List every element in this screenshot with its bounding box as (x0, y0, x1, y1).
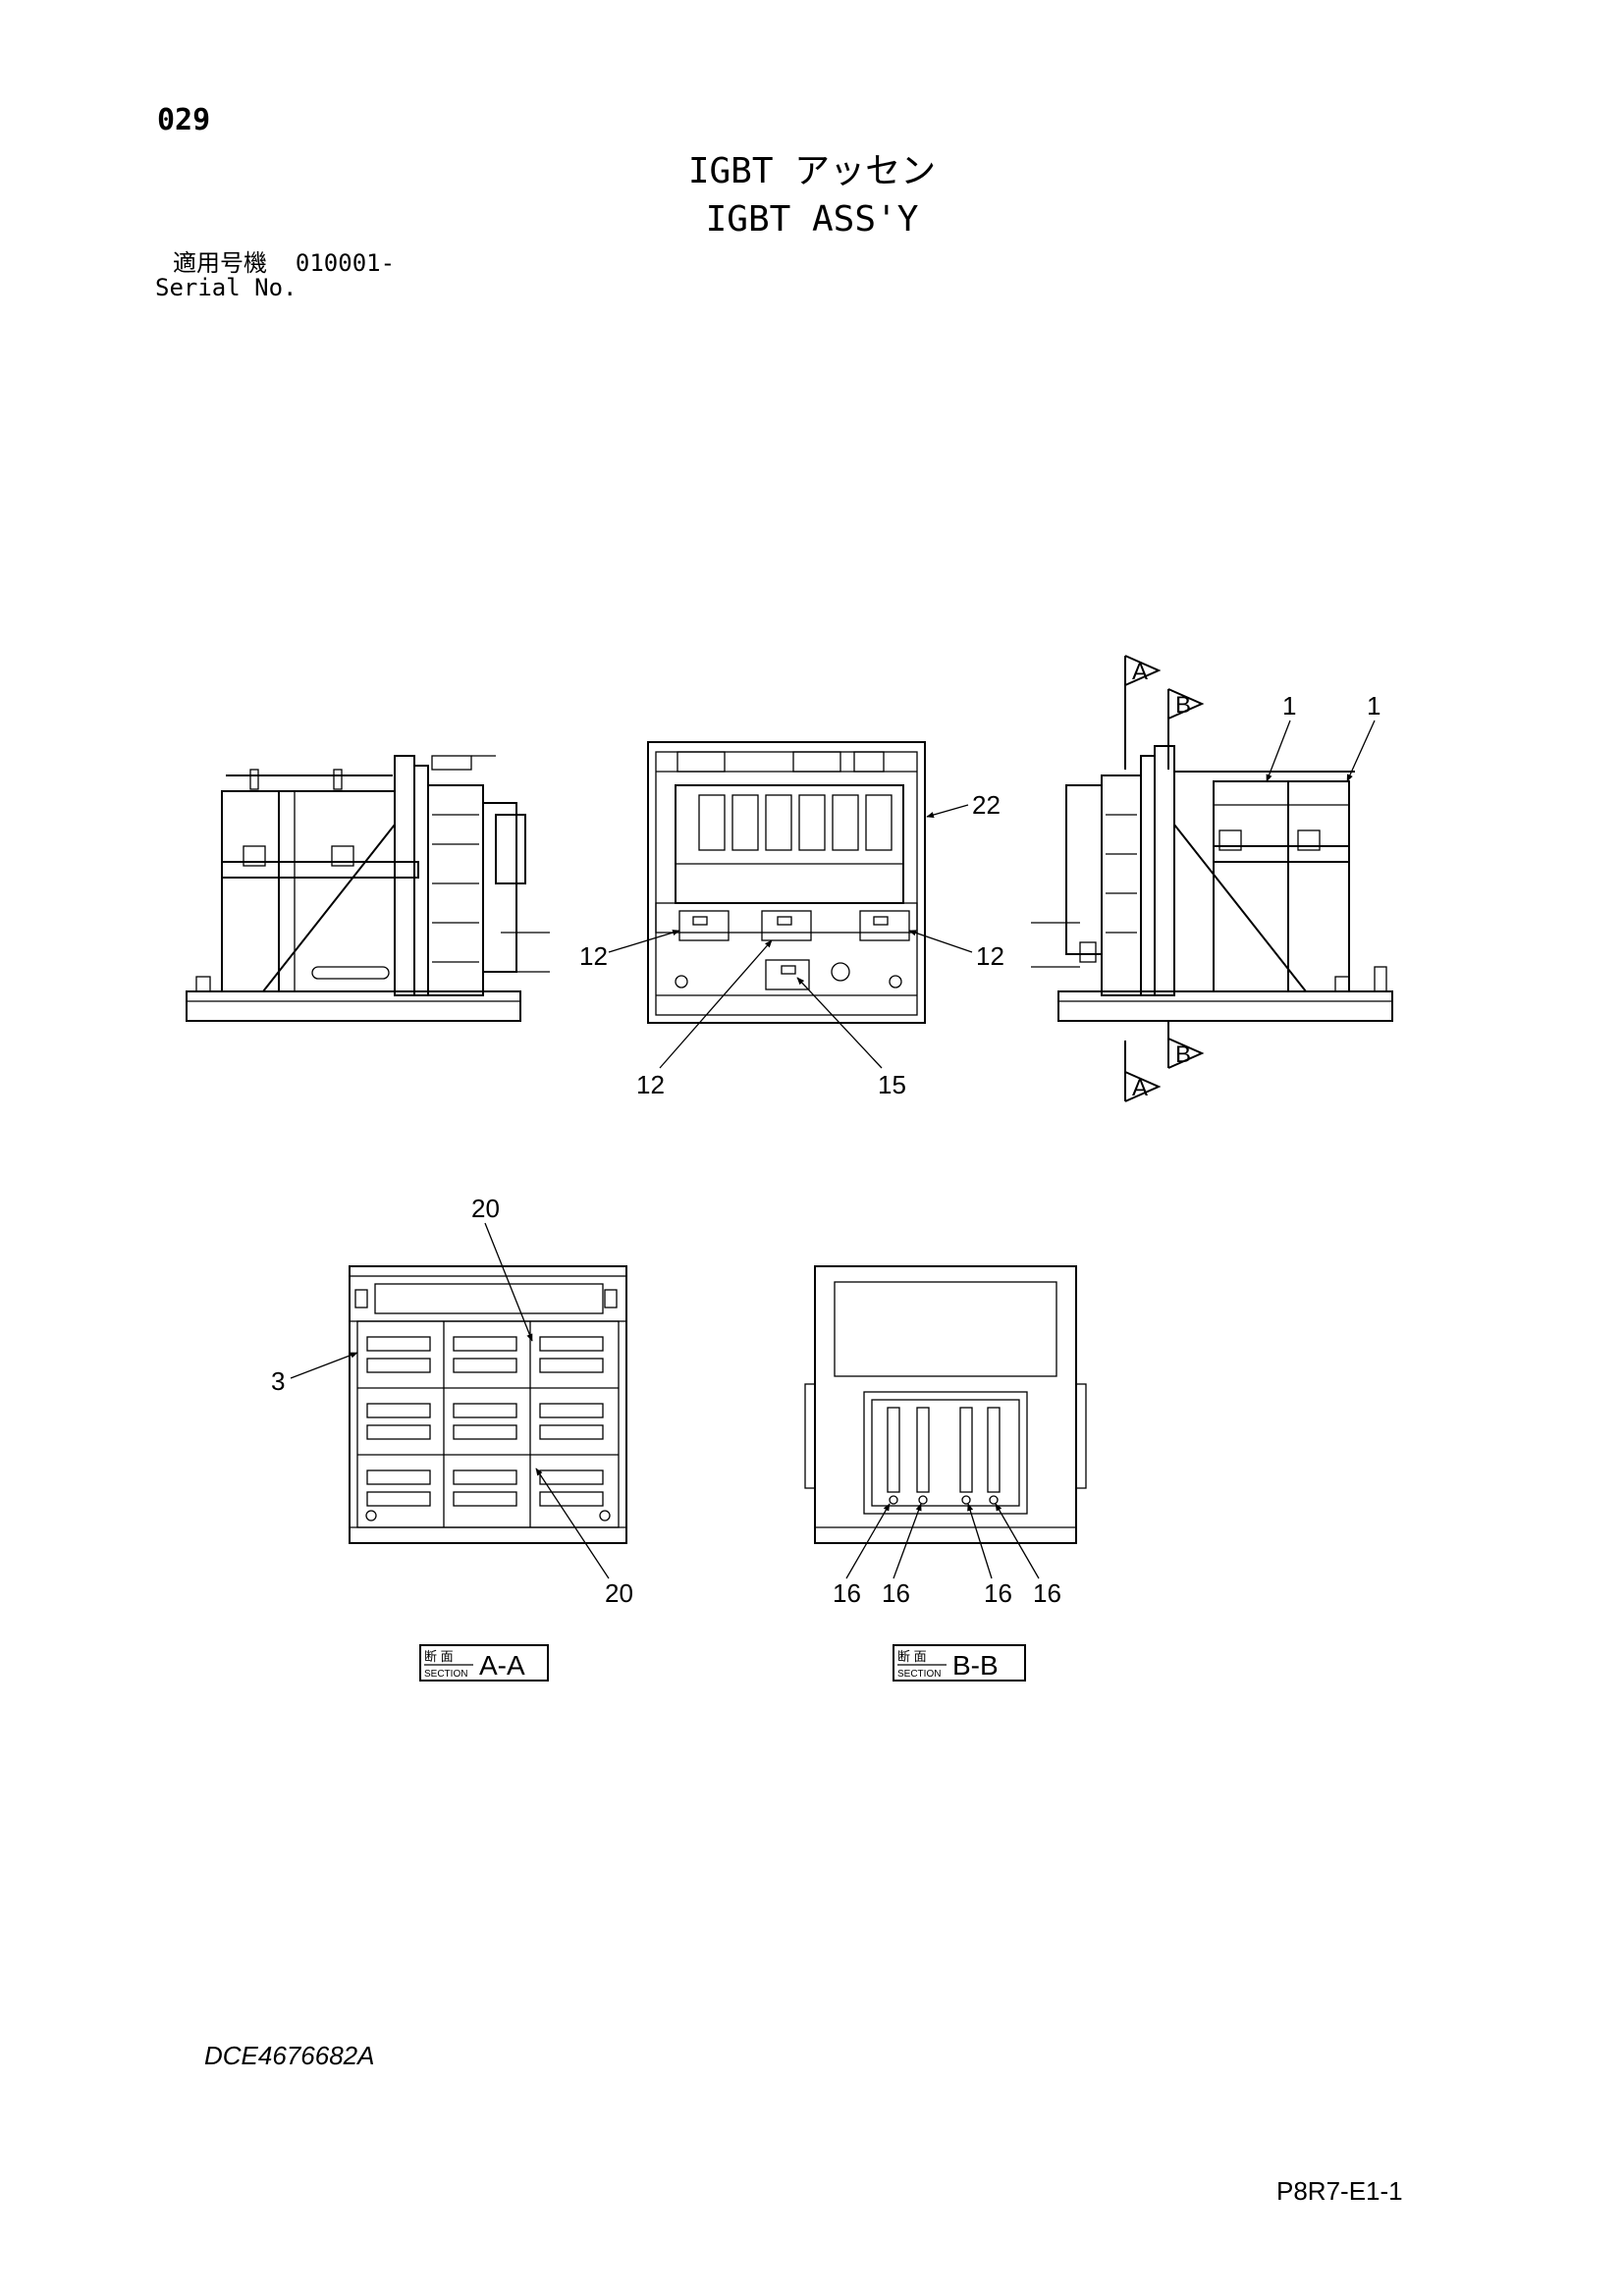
title-english: IGBT ASS'Y (705, 199, 919, 240)
marker-b-top-label: B (1175, 692, 1191, 719)
section-bb-label: 断 面 SECTION B-B (893, 1644, 1026, 1682)
callout-16-2: 16 (882, 1578, 910, 1608)
sheet-reference: P8R7-E1-1 (1276, 2176, 1403, 2206)
view-marker-a-bottom: A (1124, 1041, 1162, 1102)
section-aa-view (349, 1265, 627, 1544)
document-code: DCE4676682A (204, 2041, 375, 2070)
left-side-view (186, 755, 550, 1022)
callout-1-a: 1 (1282, 691, 1296, 721)
section-aa-word: SECTION (424, 1669, 467, 1680)
marker-b-bottom-label: B (1175, 1041, 1191, 1068)
callout-3: 3 (271, 1366, 285, 1396)
section-bb-letters: B-B (952, 1650, 999, 1681)
callout-16-1: 16 (833, 1578, 861, 1608)
serial-label-japanese: 適用号機 (173, 249, 267, 277)
title-japanese: IGBT アッセン (687, 151, 937, 191)
view-marker-b-top: B (1167, 688, 1205, 770)
callout-16-4: 16 (1033, 1578, 1061, 1608)
section-aa-kanji: 断 面 (424, 1649, 454, 1664)
section-bb-view (804, 1265, 1087, 1544)
serial-value: 010001- (295, 249, 396, 277)
marker-a-top-label: A (1132, 659, 1148, 685)
section-aa-label: 断 面 SECTION A-A (419, 1644, 549, 1682)
center-front-view (647, 741, 926, 1024)
section-aa-letters: A-A (479, 1650, 525, 1681)
view-marker-b-bottom: B (1167, 1021, 1205, 1069)
callout-20-top: 20 (471, 1194, 500, 1223)
callout-15: 15 (878, 1070, 906, 1099)
serial-label-english: Serial No. (155, 274, 298, 301)
right-side-view (1031, 745, 1393, 1022)
marker-a-bottom-label: A (1132, 1075, 1148, 1101)
page-number: 029 (157, 103, 211, 137)
callout-1-b: 1 (1367, 691, 1380, 721)
callout-20-bottom: 20 (605, 1578, 633, 1608)
section-bb-word: SECTION (897, 1669, 941, 1680)
view-marker-a-top: A (1124, 655, 1162, 770)
serial-line-japanese: 適用号機 010001- (173, 251, 395, 275)
callout-12-left: 12 (579, 941, 608, 971)
callout-22: 22 (972, 790, 1001, 820)
callout-12-bottom: 12 (636, 1070, 665, 1099)
section-bb-kanji: 断 面 (897, 1649, 927, 1664)
callout-16-3: 16 (984, 1578, 1012, 1608)
callout-12-right: 12 (976, 941, 1004, 971)
